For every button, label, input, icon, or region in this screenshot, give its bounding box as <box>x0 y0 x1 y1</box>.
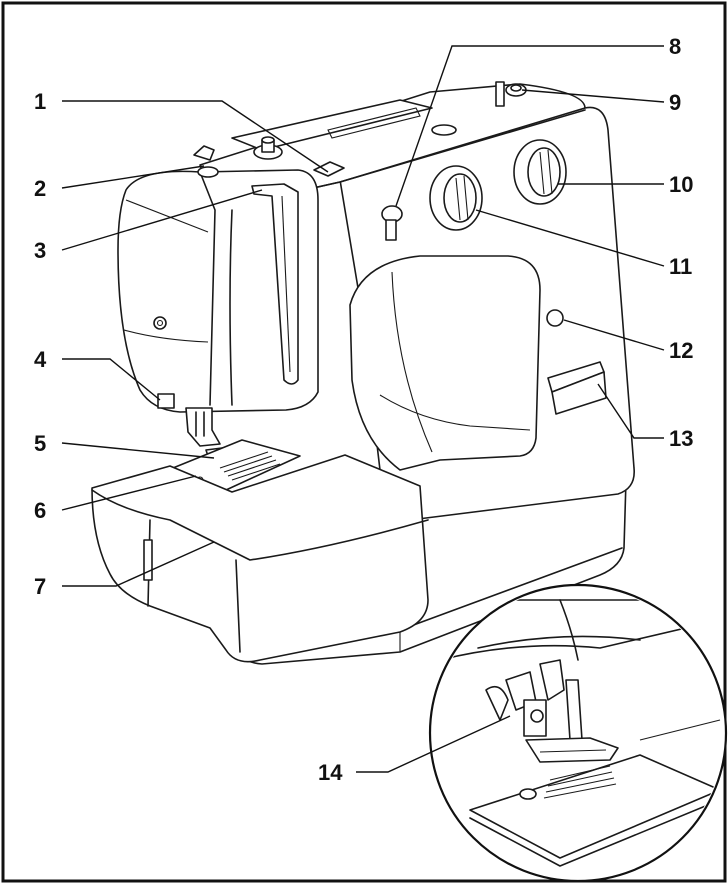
callout-leaders <box>61 45 665 773</box>
leader-2 <box>61 165 205 189</box>
leader-1 <box>62 100 329 173</box>
leader-9 <box>521 89 665 103</box>
callout-10: 10 <box>669 172 693 197</box>
tension-knob <box>381 205 403 241</box>
callout-12: 12 <box>669 338 693 363</box>
presser-foot-detail-inset <box>428 583 728 883</box>
callout-8: 8 <box>669 34 681 59</box>
callout-7: 7 <box>34 574 46 599</box>
callout-3: 3 <box>34 238 46 263</box>
arm-opening <box>349 255 541 471</box>
callout-1: 1 <box>34 89 46 114</box>
callout-2: 2 <box>34 176 46 201</box>
leader-3 <box>61 189 263 251</box>
take-up-lever <box>251 183 299 385</box>
callout-13: 13 <box>669 426 693 451</box>
leader-8 <box>395 45 664 207</box>
leader-5 <box>61 442 215 459</box>
leader-11 <box>475 209 665 267</box>
power-indicator <box>546 309 564 327</box>
callout-9: 9 <box>669 90 681 115</box>
reverse-lever <box>547 361 607 415</box>
callout-5: 5 <box>34 431 46 456</box>
stitch-selector-dial <box>513 139 567 205</box>
leader-7 <box>62 541 215 587</box>
sewing-machine-illustration <box>91 81 635 665</box>
leader-6 <box>61 475 197 511</box>
stitch-length-dial <box>429 165 483 231</box>
leader-4 <box>62 358 161 401</box>
leader-12 <box>563 319 665 351</box>
accessory-compartment-latch <box>143 539 153 581</box>
callout-11: 11 <box>669 254 692 279</box>
callout-6: 6 <box>34 498 46 523</box>
leader-14 <box>356 715 511 773</box>
callout-14: 14 <box>318 760 343 785</box>
leader-13 <box>597 383 664 439</box>
callout-labels: 1 2 3 4 5 6 7 8 9 10 11 12 13 14 <box>34 34 693 785</box>
callout-4: 4 <box>34 347 47 372</box>
